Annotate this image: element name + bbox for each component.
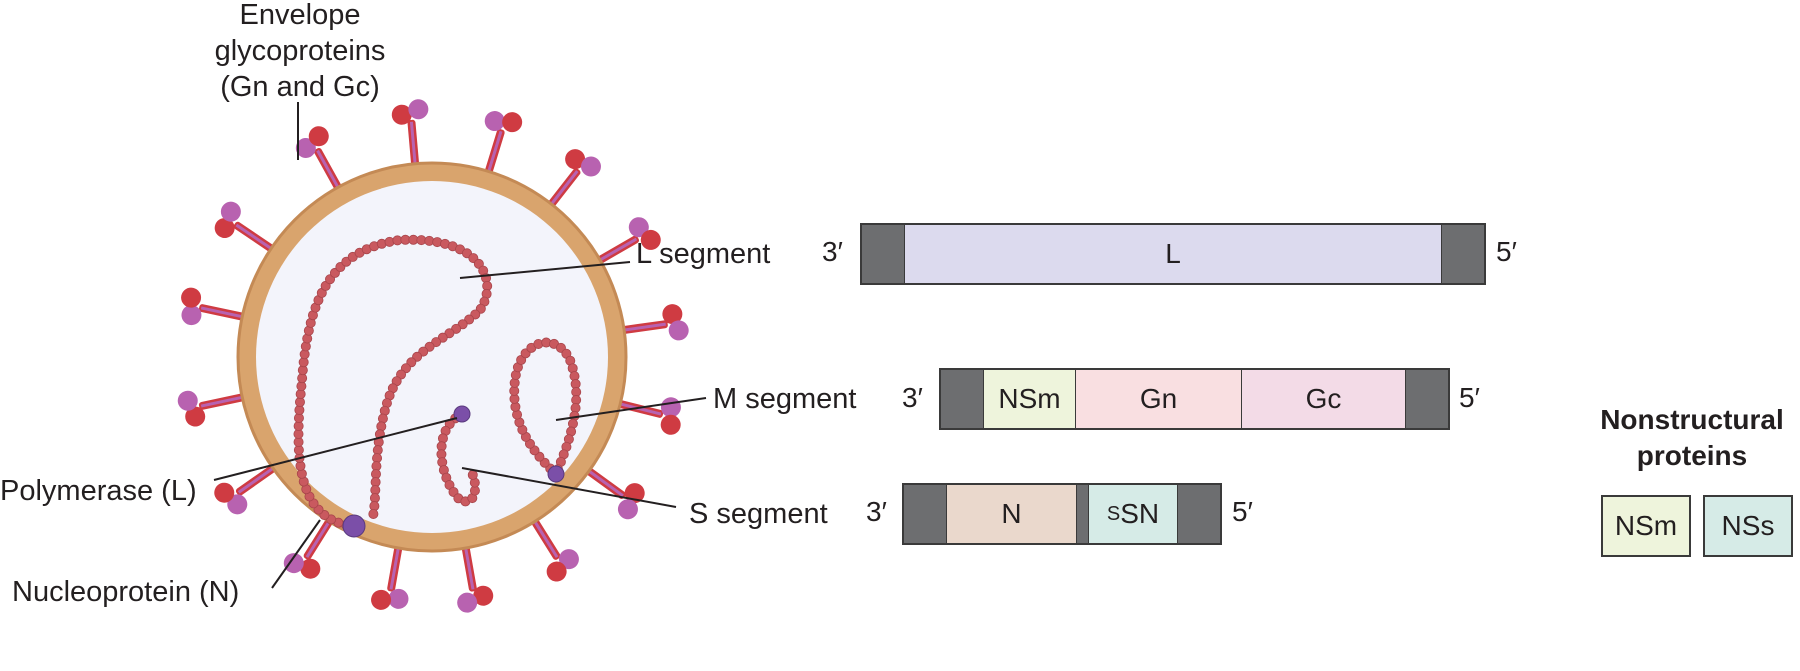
s-spacer [1076,485,1088,543]
polymerase-dot-3 [342,514,366,538]
glycoprotein-spike [592,217,661,267]
l-segment-label: L segment [636,238,771,270]
glycoprotein-spike [283,513,336,579]
gene-Gc: Gc [1241,370,1405,428]
s-segment-leader [461,467,677,508]
legend-nsm: NSm [1601,495,1691,557]
glycoprotein-spike [528,513,579,582]
glycoprotein-spike [181,287,251,326]
s-3prime-end: 3′ [866,496,887,527]
m-segment-label: M segment [713,383,857,415]
gene-NSm: NSm [983,370,1075,428]
glycoprotein-spike [391,99,429,172]
s-right-cap [1177,485,1220,543]
ribonucleoprotein-strands [293,234,582,532]
gene-Gn: Gn [1075,370,1241,428]
l-right-cap [1441,225,1484,283]
leader-lines [213,102,707,589]
rnp-bead [467,469,478,480]
glycoprotein-spike [483,111,523,180]
envelope-glycoproteins-label: Envelope glycoproteins (Gn and Gc) [185,0,415,105]
gene-N: N [946,485,1076,543]
glycoprotein-spike [581,464,645,520]
nonstructural-title: Nonstructural proteins [1582,402,1800,474]
glycoprotein-spike [214,201,279,256]
m-segment-bar: NSm Gn Gc [939,368,1450,430]
nonstructural-title-line-2: proteins [1636,440,1748,471]
envelope-label-line-3: (Gn and Gc) [220,71,380,103]
envelope-label-line-2: glycoproteins [214,35,386,67]
glycoprotein-spike [544,149,601,212]
glycoprotein-spike [371,539,409,610]
l-left-cap [862,225,904,283]
glycoprotein-spike [214,461,281,515]
l-segment-bar: L [860,223,1486,285]
s-5prime-end: 5′ [1232,496,1253,527]
m-right-cap [1405,370,1448,428]
m-3prime-end: 3′ [902,382,923,413]
nucleoprotein-label: Nucleoprotein (N) [12,576,240,608]
virion-illustration [177,99,707,613]
l-segment-leader [459,261,631,279]
s-left-cap [904,485,946,543]
envelope-label-line-1: Envelope [239,0,361,31]
m-segment-leader [555,397,707,421]
polymerase-dot-2 [547,465,565,483]
m-left-cap [941,370,983,428]
nonstructural-title-line-1: Nonstructural [1600,404,1784,435]
glycoprotein-spike [295,126,345,196]
polymerase-dot-1 [453,405,471,423]
m-5prime-end: 5′ [1459,382,1480,413]
polymerase-label: Polymerase (L) [0,475,197,507]
glycoprotein-spike [457,539,494,613]
glycoprotein-spike [177,390,251,427]
l-3prime-end: 3′ [822,236,843,267]
glycoprotein-spikes [177,99,689,613]
l-5prime-end: 5′ [1496,236,1517,267]
s-segment-label: S segment [689,498,828,530]
polymerase-leader [213,417,458,481]
legend-nss: NSs [1703,495,1793,557]
glycoprotein-spike [616,304,689,341]
gene-L: L [904,225,1441,283]
nucleoprotein-leader [271,519,321,589]
rnp-bead [368,508,379,519]
